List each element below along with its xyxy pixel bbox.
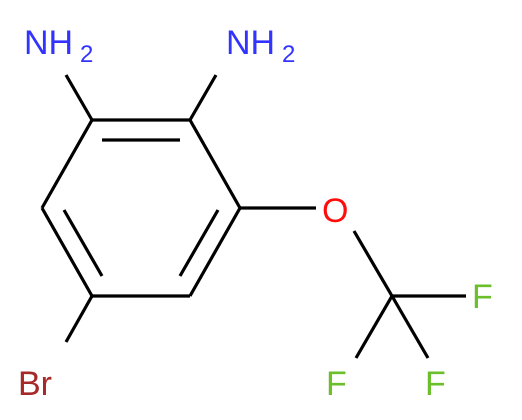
bond-c5-br: [64, 295, 94, 343]
ring-bond-c2-c3: [188, 119, 242, 209]
svg-text:2: 2: [282, 41, 295, 68]
ring-double-bond-c3-c4: [178, 209, 220, 277]
svg-text:NH: NH: [24, 24, 73, 62]
atom-label-nh2-right: NH 2: [226, 24, 295, 68]
atom-label-nh2-left: NH 2: [24, 24, 93, 68]
atom-label-bromine: Br: [18, 365, 52, 403]
bond-c2-nh2: [188, 74, 218, 121]
ring-bond-c6-c1: [40, 119, 94, 209]
atom-label-fluorine-2: F: [326, 365, 347, 403]
svg-text:2: 2: [80, 41, 93, 68]
ring-double-bond-c5-c6: [62, 209, 104, 277]
bond-c-f3: [390, 295, 430, 359]
ring-bond-c3-c4: [188, 207, 242, 297]
svg-text:NH: NH: [226, 24, 275, 62]
bond-c1-nh2: [64, 74, 94, 121]
bond-c-f2: [354, 295, 394, 359]
atom-label-fluorine-1: F: [472, 278, 493, 316]
bond-o-cf3: [352, 230, 394, 297]
ring-bond-c5-c6: [40, 207, 94, 297]
atom-label-fluorine-3: F: [425, 365, 446, 403]
atom-label-oxygen: O: [322, 192, 348, 230]
